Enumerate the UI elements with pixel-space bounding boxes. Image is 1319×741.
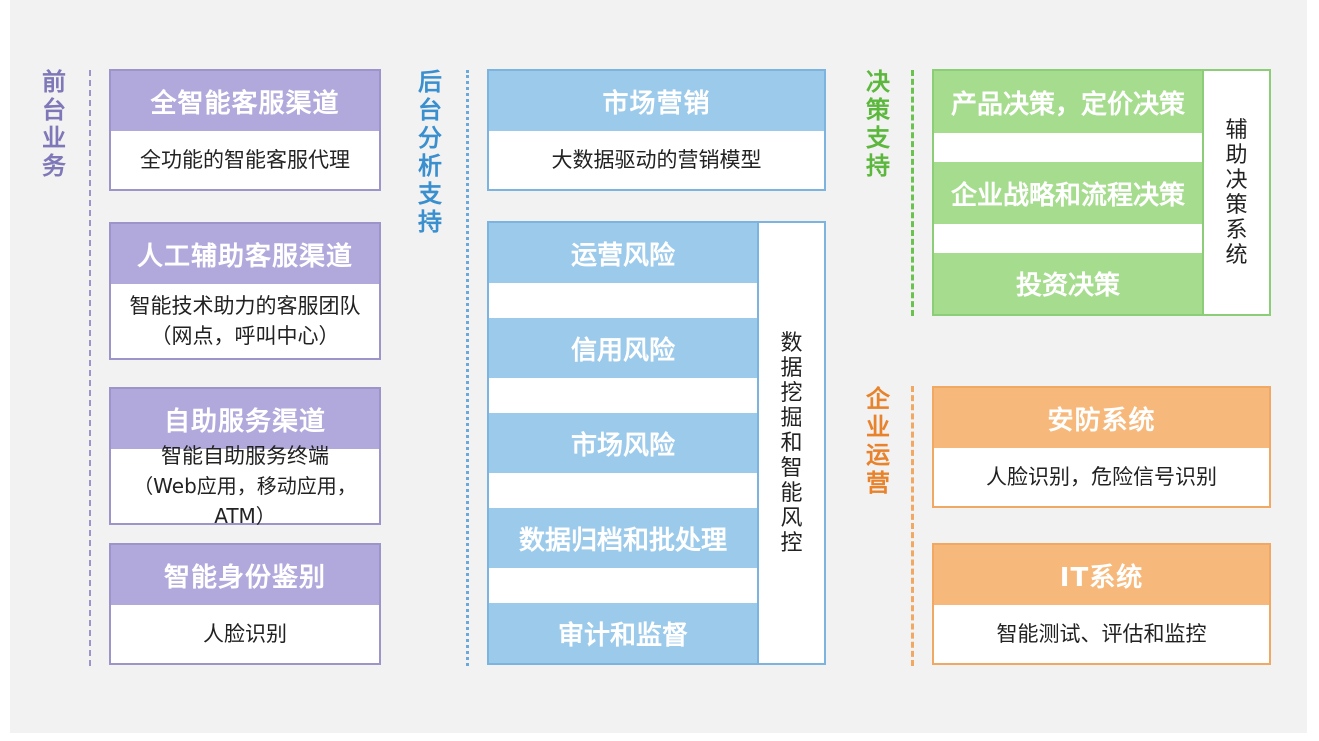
card-body: 全功能的智能客服代理: [111, 131, 379, 189]
card-line: 人脸识别，危险信号识别: [986, 465, 1217, 489]
risk-item-audit: 审计和监督: [489, 603, 757, 663]
card-body: 智能测试、评估和监控: [934, 605, 1269, 663]
front-label-char: 务: [42, 152, 66, 180]
decision-label-char: 策: [866, 96, 890, 124]
decision-support-label: 决 策 支 持: [863, 68, 893, 180]
decision-item-investment: 投资决策: [934, 253, 1202, 314]
back-label-char: 支: [418, 180, 442, 208]
card-title: 全智能客服渠道: [111, 71, 379, 131]
decision-item-product: 产品决策，定价决策: [934, 71, 1202, 133]
card-line: 智能技术助力的客服团队: [129, 294, 361, 318]
ops-card-security: 安防系统 人脸识别，危险信号识别: [932, 386, 1271, 508]
card-body: 人脸识别: [111, 605, 379, 663]
card-line: （Web应用，移动应用，ATM）: [133, 474, 357, 528]
ops-label-char: 业: [866, 413, 890, 441]
ops-label-char: 企: [866, 385, 890, 413]
decision-side-char: 策: [1225, 192, 1248, 218]
ops-divider: [911, 386, 914, 666]
decision-side-label: 辅 助 决 策 系 统: [1202, 71, 1269, 314]
card-body: 智能技术助力的客服团队 （网点，呼叫中心）: [111, 284, 379, 358]
ops-label-char: 运: [866, 441, 890, 469]
front-card-self-service: 自助服务渠道 智能自助服务终端 （Web应用，移动应用，ATM）: [109, 387, 381, 528]
front-label-char: 台: [42, 96, 66, 124]
risk-item-operational: 运营风险: [489, 223, 757, 283]
card-title: 人工辅助客服渠道: [111, 224, 379, 284]
back-divider: [466, 70, 469, 666]
risk-item-archiving: 数据归档和批处理: [489, 508, 757, 568]
card-line: （网点，呼叫中心）: [150, 324, 340, 348]
risk-side-char: 和: [780, 430, 803, 456]
card-line: 人脸识别: [203, 622, 287, 646]
decision-divider: [911, 70, 914, 316]
card-body: 人脸识别，危险信号识别: [934, 448, 1269, 506]
front-divider: [89, 70, 91, 666]
decision-side-char: 统: [1225, 242, 1248, 268]
enterprise-ops-label: 企 业 运 营: [863, 385, 893, 497]
back-label-char: 台: [418, 96, 442, 124]
front-card-smart-channel: 全智能客服渠道 全功能的智能客服代理: [109, 69, 381, 191]
back-office-label: 后 台 分 析 支 持: [415, 68, 445, 236]
card-title: IT系统: [934, 545, 1269, 605]
risk-item-credit: 信用风险: [489, 318, 757, 378]
ops-card-it: IT系统 智能测试、评估和监控: [932, 543, 1271, 665]
decision-side-char: 辅: [1225, 117, 1248, 143]
risk-side-char: 智: [780, 455, 803, 481]
back-label-char: 后: [418, 68, 442, 96]
back-card-marketing: 市场营销 大数据驱动的营销模型: [487, 69, 826, 191]
decision-label-char: 决: [866, 68, 890, 96]
risk-side-char: 据: [780, 355, 803, 381]
card-title: 安防系统: [934, 388, 1269, 448]
card-body: 智能自助服务终端 （Web应用，移动应用，ATM）: [111, 444, 379, 528]
card-line: 智能自助服务终端: [161, 444, 329, 468]
decision-label-char: 支: [866, 124, 890, 152]
risk-side-char: 控: [780, 530, 803, 556]
front-card-identity: 智能身份鉴别 人脸识别: [109, 543, 381, 665]
card-line: 全功能的智能客服代理: [140, 148, 350, 172]
decision-group: 产品决策，定价决策 企业战略和流程决策 投资决策 辅 助 决 策 系 统: [932, 69, 1271, 316]
risk-item-market: 市场风险: [489, 413, 757, 473]
risk-side-char: 能: [780, 480, 803, 506]
card-body: 大数据驱动的营销模型: [489, 131, 824, 189]
risk-side-char: 风: [780, 505, 803, 531]
card-line: 大数据驱动的营销模型: [551, 148, 762, 172]
risk-side-char: 数: [780, 330, 803, 356]
card-title: 市场营销: [489, 71, 824, 131]
decision-item-strategy: 企业战略和流程决策: [934, 162, 1202, 224]
decision-side-char: 助: [1225, 142, 1248, 168]
risk-side-char: 掘: [780, 405, 803, 431]
back-label-char: 持: [418, 208, 442, 236]
diagram-canvas: 前 台 业 务 全智能客服渠道 全功能的智能客服代理 人工辅助客服渠道 智能技术…: [10, 0, 1307, 733]
decision-label-char: 持: [866, 152, 890, 180]
back-label-char: 析: [418, 152, 442, 180]
risk-side-char: 挖: [780, 380, 803, 406]
card-title: 自助服务渠道: [111, 389, 379, 449]
back-label-char: 分: [418, 124, 442, 152]
front-label-char: 业: [42, 124, 66, 152]
front-label-char: 前: [42, 68, 66, 96]
back-risk-group: 运营风险 信用风险 市场风险 数据归档和批处理 审计和监督 数 据 挖 掘 和 …: [487, 221, 826, 665]
front-card-assisted-channel: 人工辅助客服渠道 智能技术助力的客服团队 （网点，呼叫中心）: [109, 222, 381, 360]
decision-side-char: 系: [1225, 217, 1248, 243]
card-line: 智能测试、评估和监控: [996, 622, 1207, 646]
front-office-label: 前 台 业 务: [39, 68, 69, 180]
card-title: 智能身份鉴别: [111, 545, 379, 605]
ops-label-char: 营: [866, 469, 890, 497]
decision-side-char: 决: [1225, 167, 1248, 193]
risk-side-label: 数 据 挖 掘 和 智 能 风 控: [757, 223, 824, 663]
